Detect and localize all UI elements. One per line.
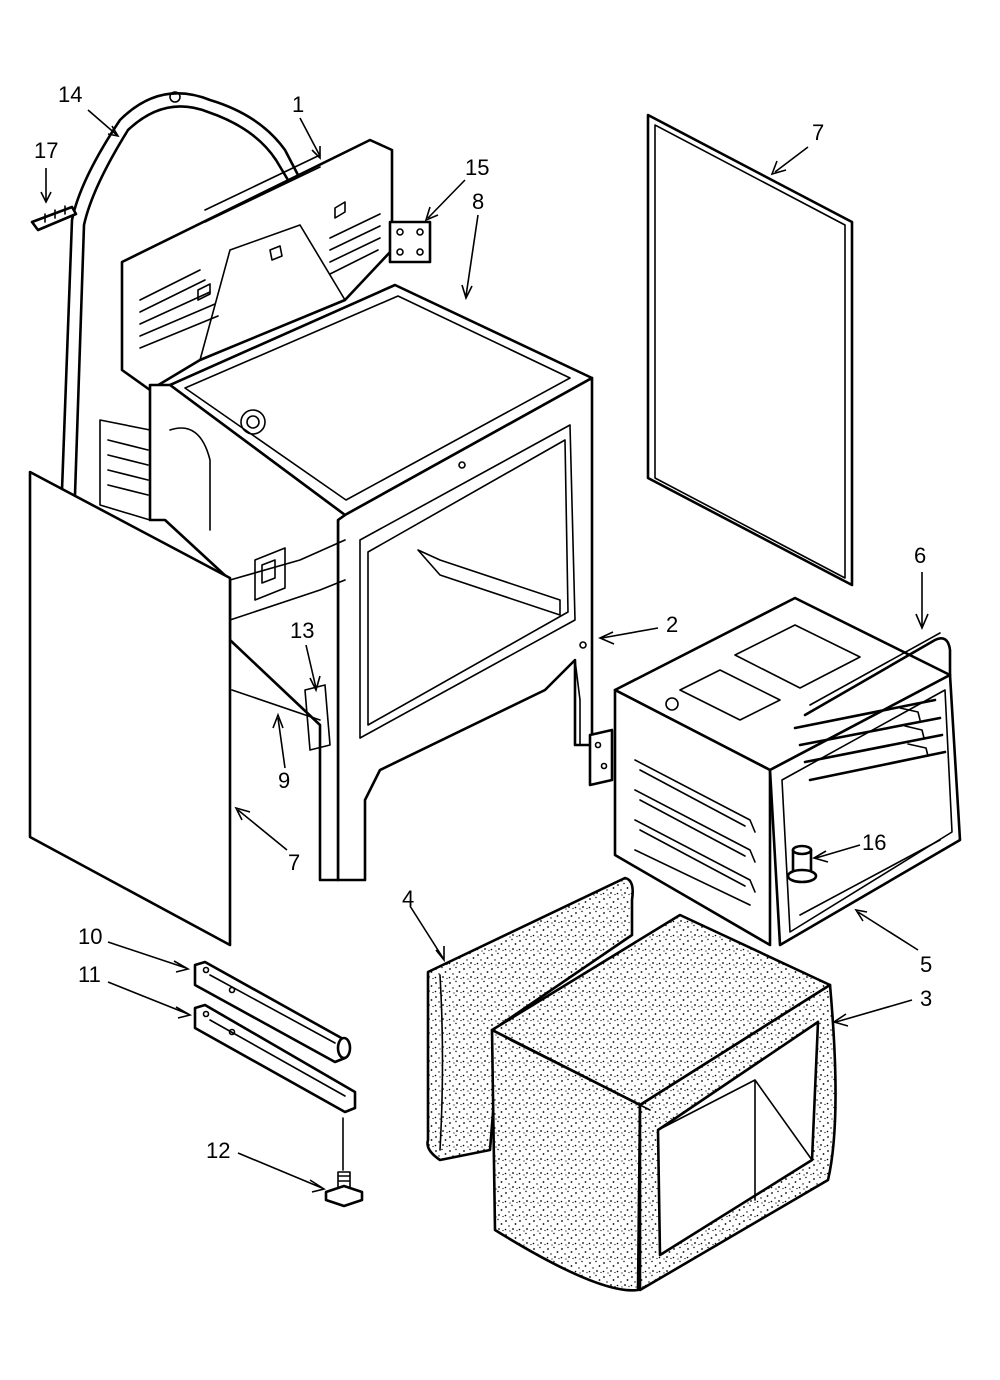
callout-12: 12 [206,1138,230,1163]
callout-2: 2 [666,612,678,637]
hinge-bracket [388,220,432,264]
leader-lines [40,109,929,1193]
callout-1: 1 [292,92,304,117]
callout-3: 3 [920,986,932,1011]
insulation-box [490,913,837,1292]
callout-9: 9 [278,768,290,793]
slide-rail-lower [193,1003,357,1114]
callout-6: 6 [914,543,926,568]
callout-14: 14 [58,82,82,107]
callout-8: 8 [472,189,484,214]
terminal-post [786,844,818,884]
callout-15: 15 [465,155,489,180]
callout-labels: 14 17 1 15 8 7 6 2 13 9 7 16 4 5 3 10 11… [34,82,932,1163]
oven-cavity [588,596,962,947]
callout-16: 16 [862,830,886,855]
small-bracket [30,205,78,232]
callout-7-bottom: 7 [288,850,300,875]
slide-rail-upper [193,960,352,1064]
callout-7-top: 7 [812,120,824,145]
callout-10: 10 [78,924,102,949]
leveling-leg [324,1117,364,1208]
oven-rack [793,632,952,782]
callout-13: 13 [290,618,314,643]
callout-5: 5 [920,952,932,977]
side-panel-right [646,113,854,587]
rear-frame-rod [60,91,300,497]
callout-17: 17 [34,138,58,163]
callout-4: 4 [402,886,414,911]
side-panel-left [28,470,232,947]
cabinet-frame [99,283,594,882]
callout-11: 11 [78,962,101,987]
back-panel [120,138,394,392]
